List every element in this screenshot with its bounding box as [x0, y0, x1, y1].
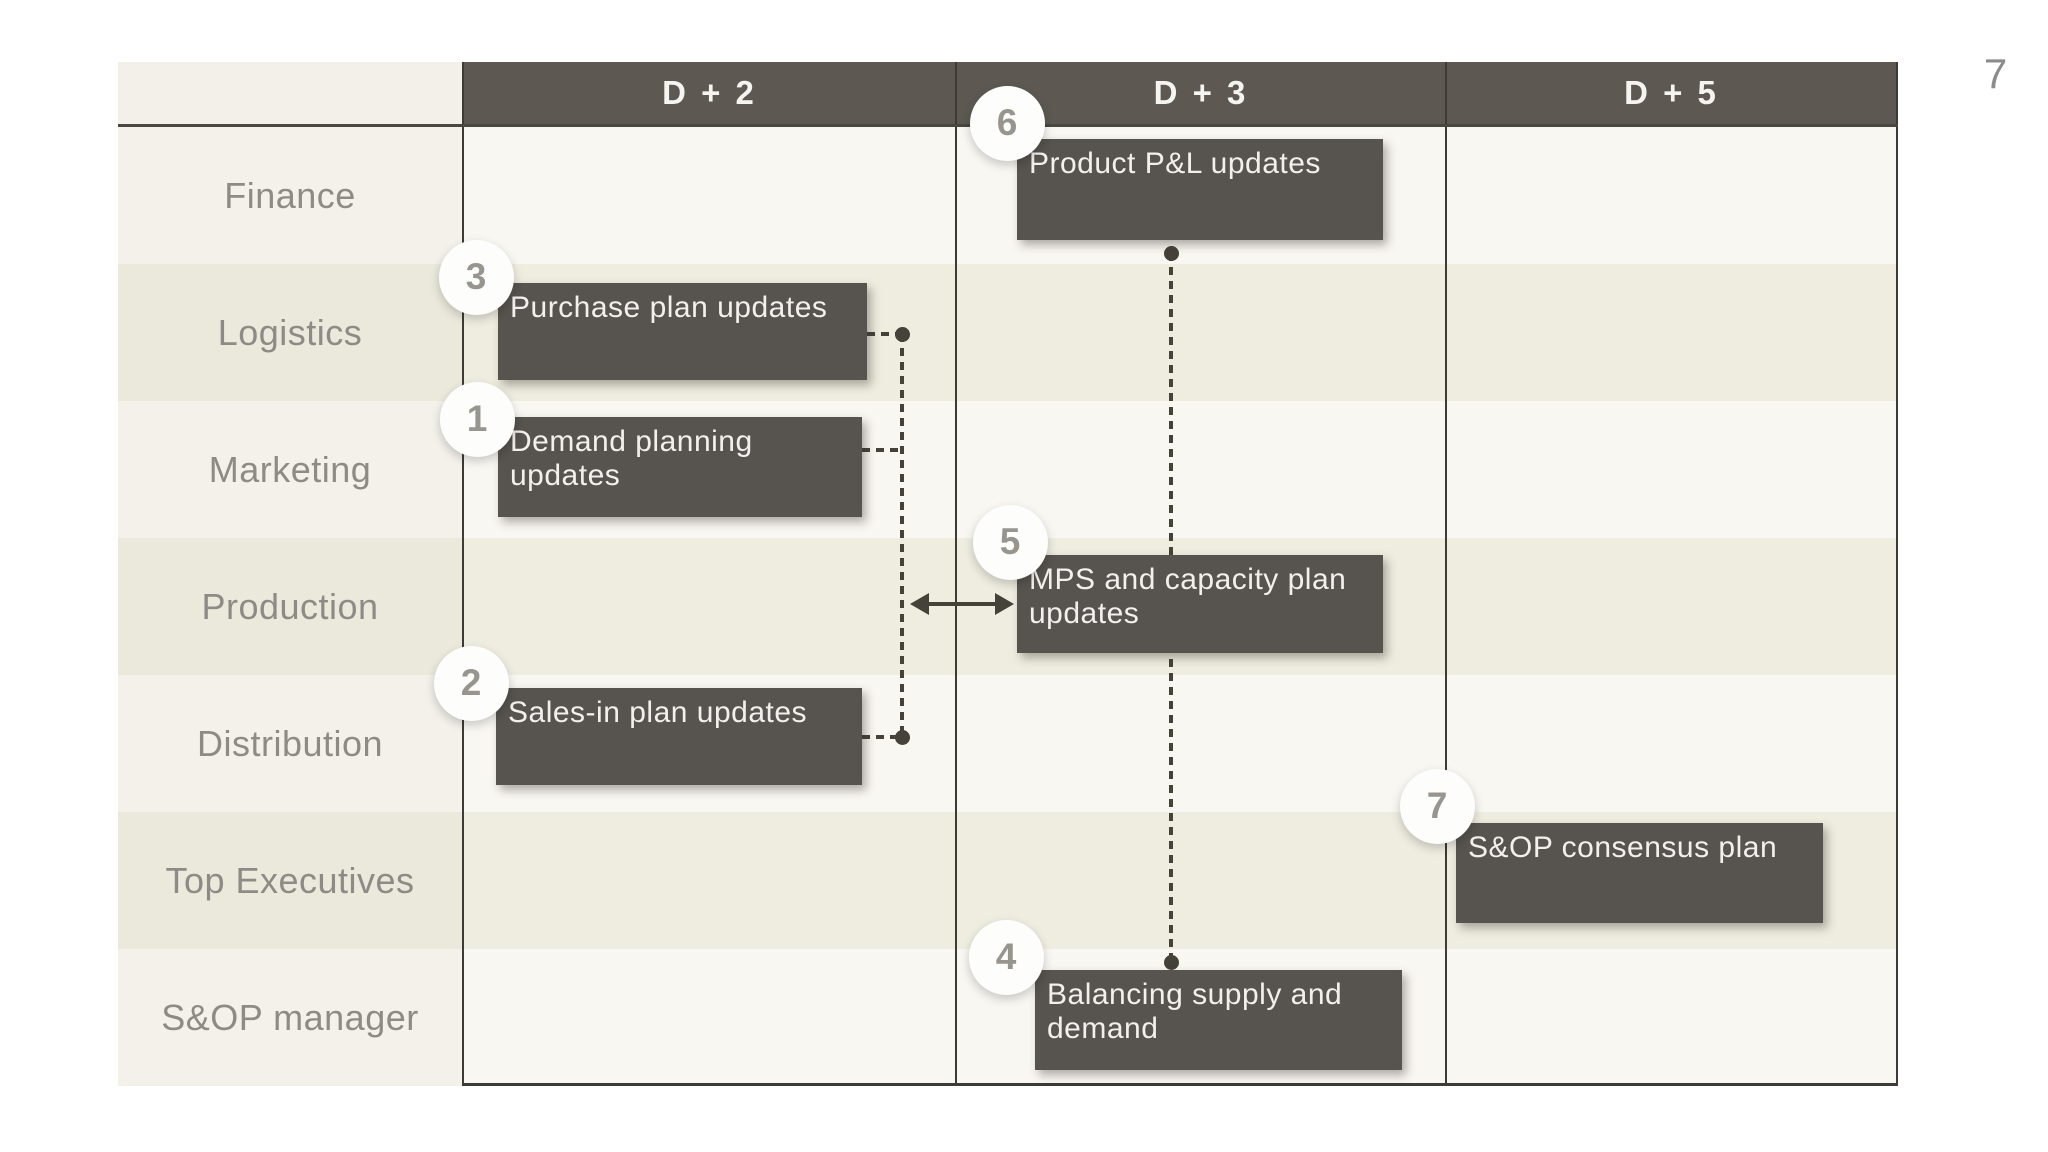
row-label: Finance — [118, 127, 462, 264]
grid-cell — [462, 264, 955, 401]
grid-cell — [462, 675, 955, 812]
column-header: D + 3 — [955, 62, 1445, 124]
table-row: Production — [118, 538, 1898, 675]
table-row: Distribution — [118, 675, 1898, 812]
row-label: Logistics — [118, 264, 462, 401]
grid-cell — [462, 949, 955, 1086]
table-row: Top Executives — [118, 812, 1898, 949]
row-label: Marketing — [118, 401, 462, 538]
row-label: Production — [118, 538, 462, 675]
table-row: Marketing — [118, 401, 1898, 538]
grid-cell — [1445, 949, 1898, 1086]
grid-cell — [955, 949, 1445, 1086]
column-header: D + 5 — [1445, 62, 1898, 124]
page-number: 7 — [1983, 50, 2009, 97]
grid-cell — [462, 538, 955, 675]
header-corner-cell — [118, 62, 462, 124]
grid-cell — [1445, 675, 1898, 812]
grid-cell — [955, 264, 1445, 401]
grid-cell — [955, 127, 1445, 264]
grid-cell — [1445, 401, 1898, 538]
grid-cell — [955, 812, 1445, 949]
grid-cell — [1445, 538, 1898, 675]
table-row: Logistics — [118, 264, 1898, 401]
table-row: S&OP manager — [118, 949, 1898, 1086]
grid-cell — [1445, 812, 1898, 949]
row-label: Distribution — [118, 675, 462, 812]
grid-cell — [1445, 127, 1898, 264]
grid-cell — [462, 401, 955, 538]
grid-cell — [1445, 264, 1898, 401]
table-row: Finance — [118, 127, 1898, 264]
grid-cell — [462, 812, 955, 949]
grid-cell — [955, 401, 1445, 538]
grid-cell — [955, 538, 1445, 675]
row-label: S&OP manager — [118, 949, 462, 1086]
grid-cell — [955, 675, 1445, 812]
row-label: Top Executives — [118, 812, 462, 949]
column-header: D + 2 — [462, 62, 955, 124]
grid-cell — [462, 127, 955, 264]
table-bottom-border — [462, 1083, 1898, 1086]
